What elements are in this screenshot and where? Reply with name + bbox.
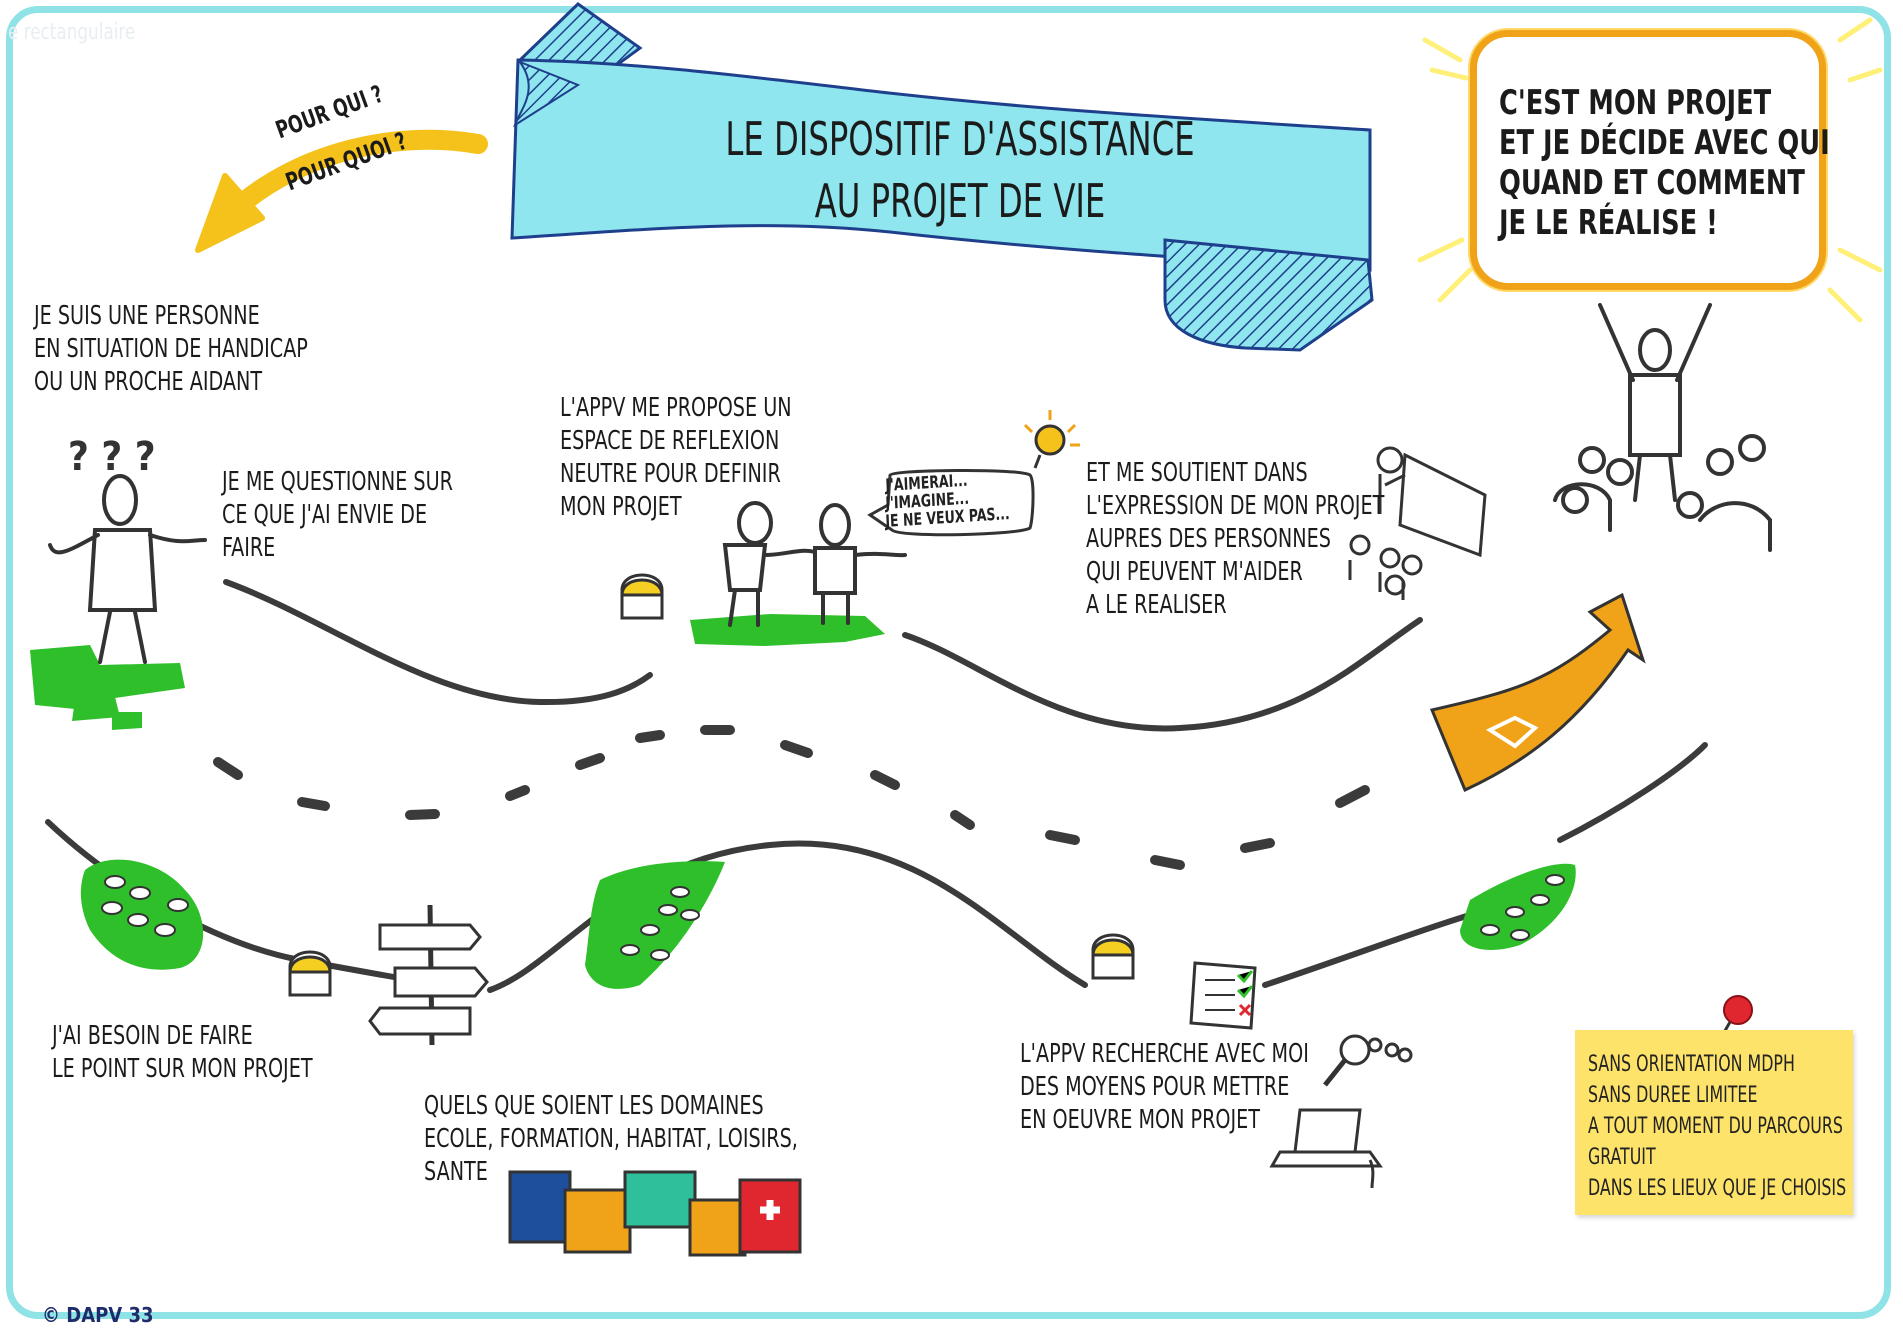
handshake-icon xyxy=(1485,715,1539,749)
two-people-talking-icon xyxy=(722,501,907,627)
note-item: SANS DUREE LIMITEE xyxy=(1588,1083,1758,1108)
presenter-audience-icon xyxy=(1348,446,1487,600)
laptop-icon xyxy=(1269,1108,1383,1189)
note-item: SANS ORIENTATION MDPH xyxy=(1588,1052,1795,1077)
note-item: A TOUT MOMENT DU PARCOURS xyxy=(1588,1114,1843,1139)
copyright: © DAPV 33 xyxy=(42,1303,154,1327)
quote-line-3: QUAND ET COMMENT xyxy=(1499,163,1805,203)
title-line-1: LE DISPOSITIF D'ASSISTANCE xyxy=(725,112,1195,166)
training-tile-icon xyxy=(563,1188,632,1254)
note-item: DANS LES LIEUX QUE JE CHOISIS xyxy=(1588,1176,1847,1201)
road-center-dashes xyxy=(213,725,1370,870)
sun-rays xyxy=(1417,17,1883,323)
svg-text:? ? ?: ? ? ? xyxy=(68,434,156,480)
search-people-icon xyxy=(1323,1034,1413,1087)
note-item: GRATUIT xyxy=(1588,1145,1656,1170)
leisure-tile-icon xyxy=(688,1198,747,1257)
step-space-text: L'APPV ME PROPOSE UN ESPACE DE REFLEXION… xyxy=(560,393,792,522)
sticky-note: SANS ORIENTATION MDPH SANS DUREE LIMITEE… xyxy=(1575,1030,1853,1215)
quote-line-4: JE LE RÉALISE ! xyxy=(1499,203,1718,243)
yellow-curved-arrow xyxy=(195,129,488,253)
orange-progress-arrow xyxy=(1429,592,1646,793)
lightbulb-icon xyxy=(1023,410,1080,469)
speech-bubble xyxy=(867,468,1035,537)
outer-frame xyxy=(6,6,1891,1319)
domain-tiles xyxy=(508,1170,802,1257)
rocks xyxy=(101,874,1565,961)
milestone-icon xyxy=(288,950,332,997)
step-person-text: JE SUIS UNE PERSONNE EN SITUATION DE HAN… xyxy=(34,301,308,397)
milestone-icon xyxy=(1091,933,1135,980)
road xyxy=(45,579,1708,993)
milestone-icon xyxy=(620,573,664,620)
step-means-text: L'APPV RECHERCHE AVEC MOI DES MOYENS POU… xyxy=(1020,1039,1309,1135)
step-domains-text: QUELS QUE SOIENT LES DOMAINES ECOLE, FOR… xyxy=(424,1091,798,1187)
milestones xyxy=(288,573,1135,997)
step-question-text: JE ME QUESTIONNE SUR CE QUE J'AI ENVIE D… xyxy=(222,467,453,563)
title-banner-text: LE DISPOSITIF D'ASSISTANCE AU PROJET DE … xyxy=(560,112,1360,242)
window-tab-label: e rectangulaire xyxy=(8,20,136,45)
step-support-text: ET ME SOUTIENT DANS L'EXPRESSION DE MON … xyxy=(1086,458,1385,620)
title-ribbon xyxy=(510,2,1374,352)
school-tile-icon xyxy=(508,1170,572,1244)
quote-line-2: ET JE DÉCIDE AVEC QUI xyxy=(1499,123,1830,163)
quote-box: C'EST MON PROJET ET JE DÉCIDE AVEC QUI Q… xyxy=(1470,30,1830,290)
checklist-icon xyxy=(1189,961,1257,1030)
housing-tile-icon xyxy=(623,1170,697,1229)
title-line-2: AU PROJET DE VIE xyxy=(814,174,1106,228)
step-review-text: J'AI BESOIN DE FAIRE LE POINT SUR MON PR… xyxy=(52,1021,313,1084)
signpost-icon xyxy=(368,904,489,1046)
quote-line-1: C'EST MON PROJET xyxy=(1499,83,1772,123)
celebrating-crowd-icon xyxy=(1553,303,1772,552)
questioning-person-icon: ? ? ? xyxy=(48,434,207,664)
